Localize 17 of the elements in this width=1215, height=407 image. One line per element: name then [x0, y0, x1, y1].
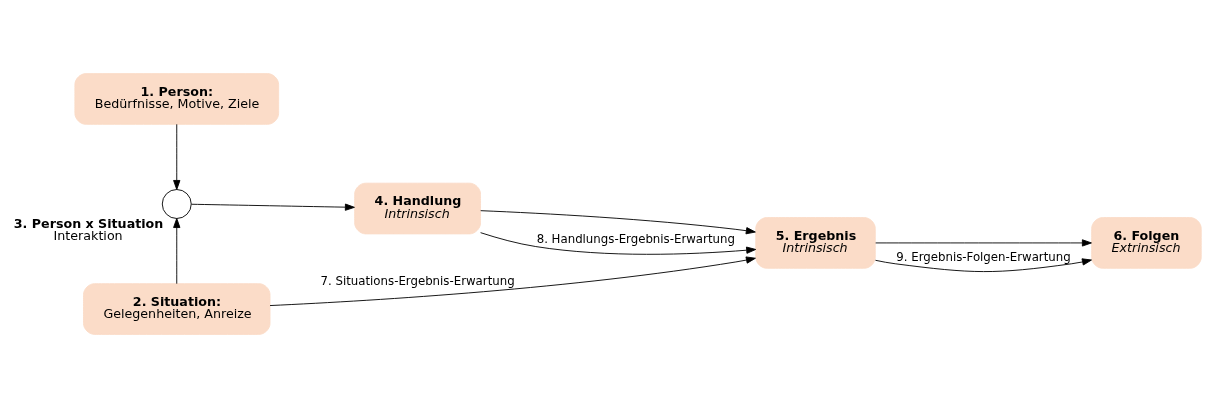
edge-label: 9. Ergebnis-Folgen-Erwartung — [896, 249, 1071, 263]
arrow — [173, 217, 181, 284]
arrow — [875, 257, 1092, 272]
arrow — [480, 209, 756, 234]
node-circle — [161, 188, 192, 219]
node-box: 1. Person: Bedürfnisse, Motive, Ziele — [74, 72, 280, 125]
node-box: 5. Ergebnis Intrinsisch — [755, 216, 876, 269]
arrow — [173, 123, 181, 190]
arrow — [269, 255, 756, 306]
arrow — [191, 203, 355, 211]
node-box: 6. Folgen Extrinsisch — [1091, 216, 1202, 269]
node-box: 4. Handlung Intrinsisch — [354, 182, 481, 234]
arrow — [480, 231, 757, 255]
arrow — [875, 238, 1092, 247]
node-box: 2. Situation: Gelegenheiten, Anreize — [83, 282, 271, 335]
edge-label: 7. Situations-Ergebnis-Erwartung — [320, 273, 515, 288]
edge-label: 8. Handlungs-Ergebnis-Erwartung — [536, 231, 735, 246]
